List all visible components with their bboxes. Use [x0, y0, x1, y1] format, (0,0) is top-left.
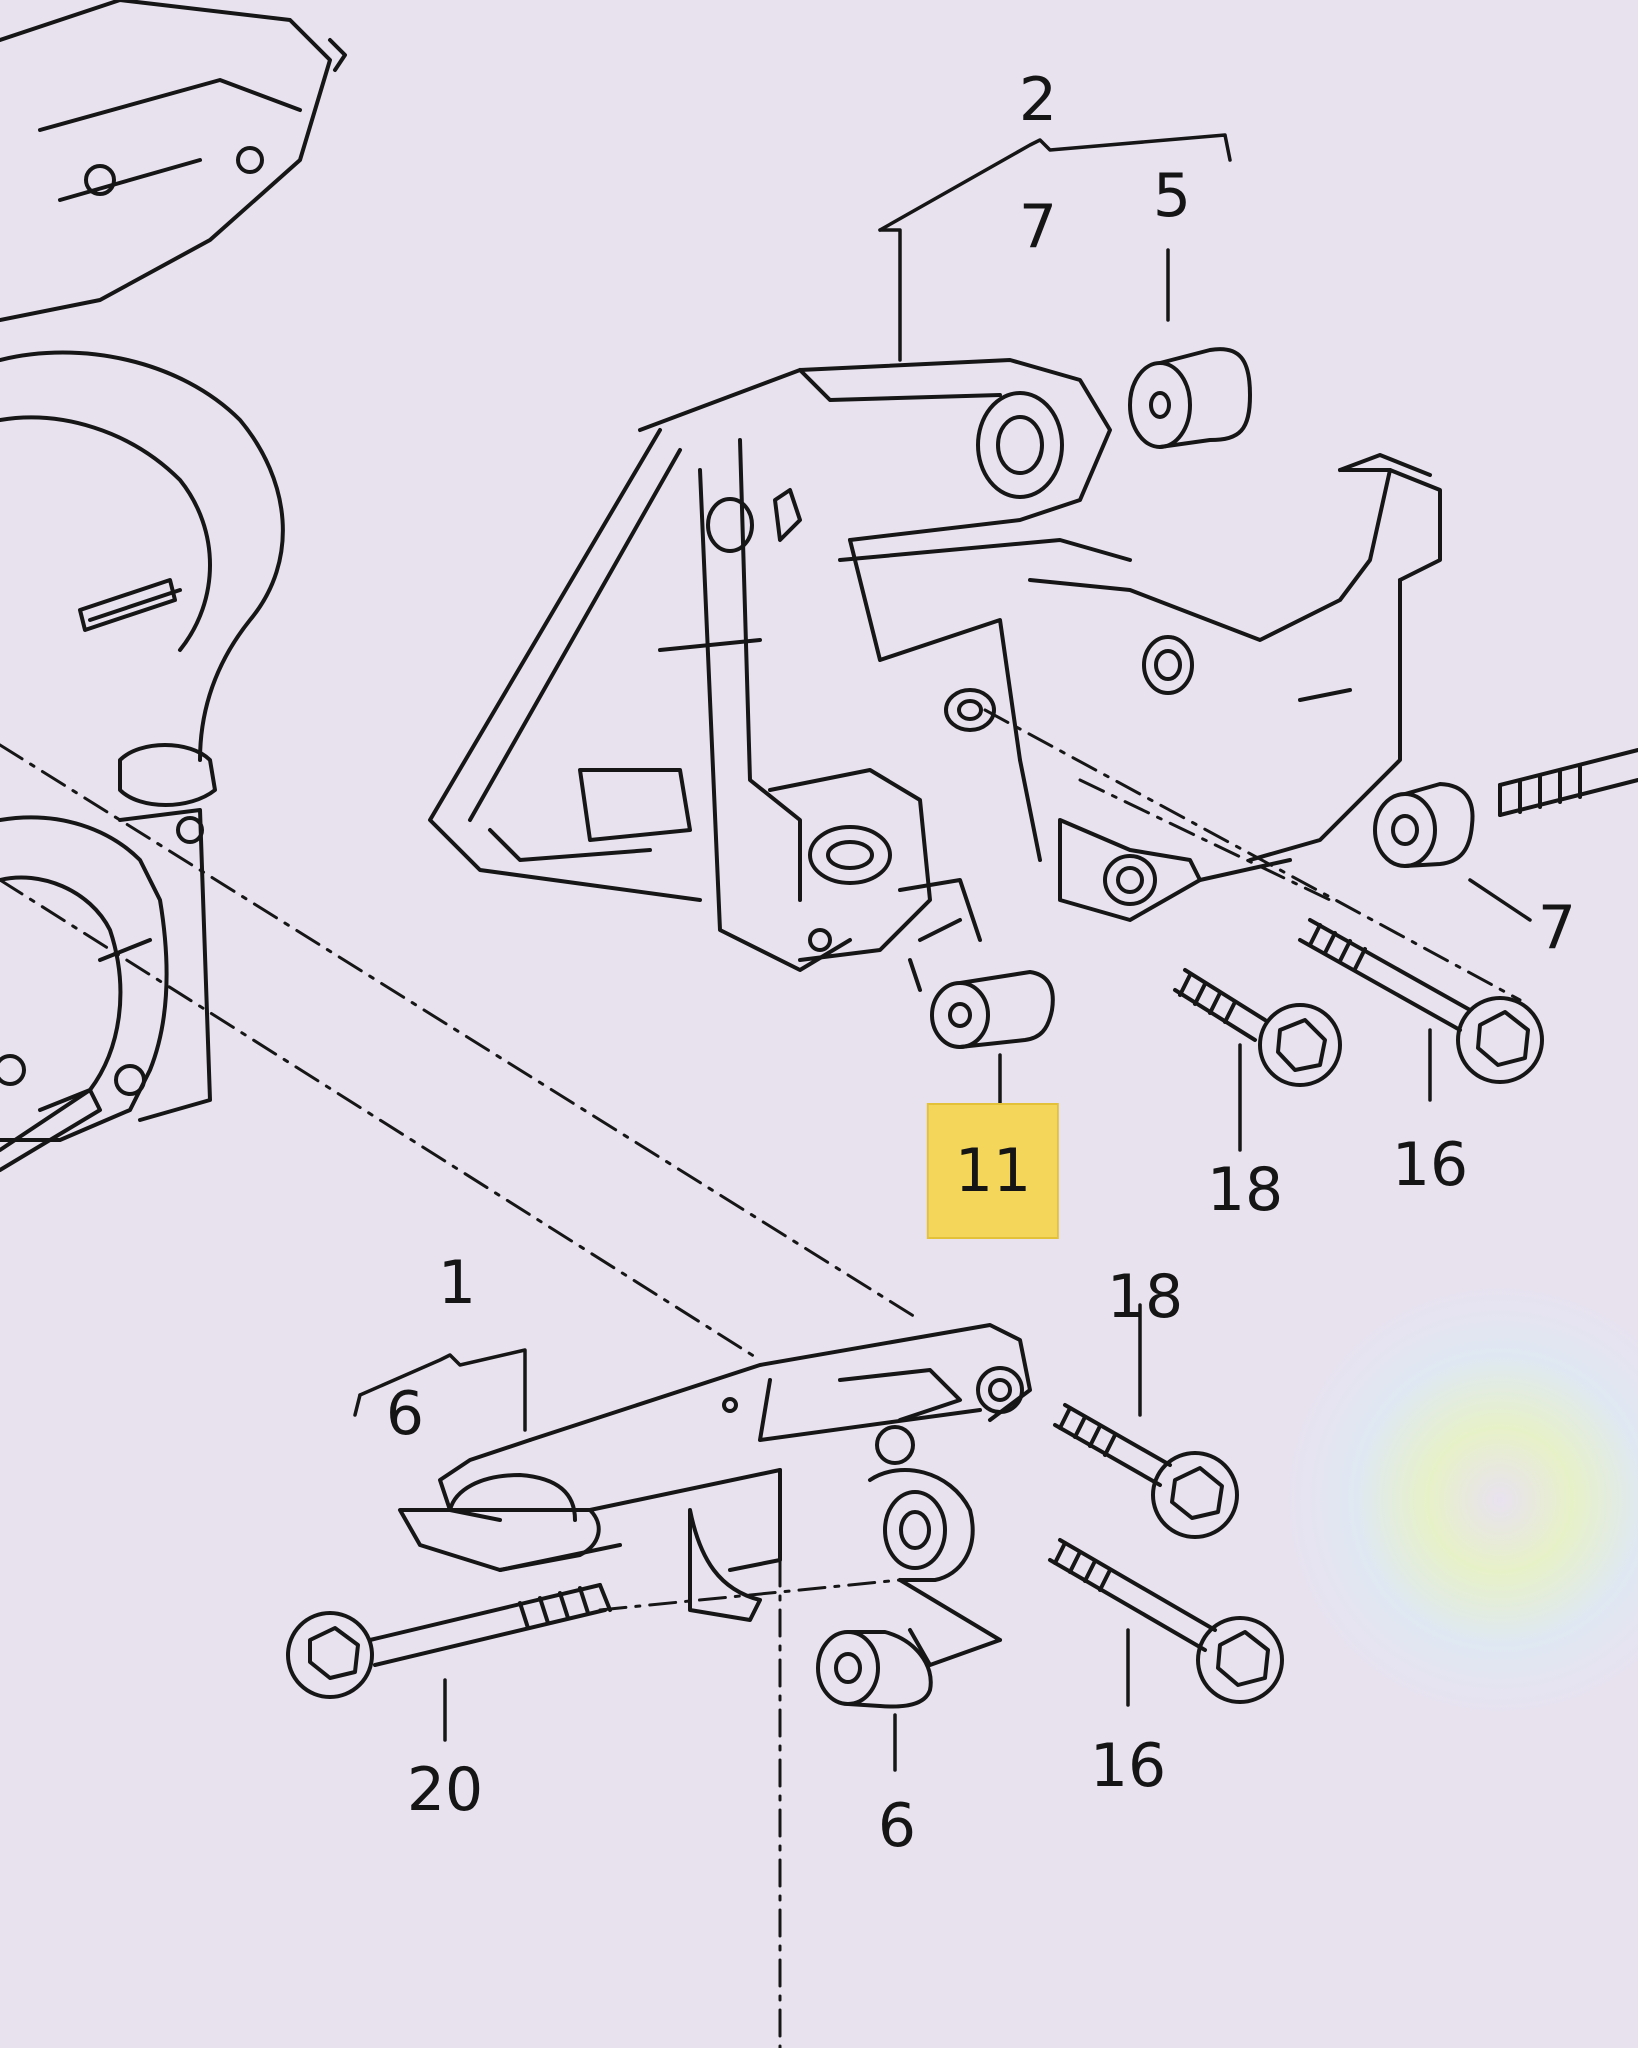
bolt-16-upper-drawing — [1298, 918, 1544, 1084]
engine-block-drawing — [0, 0, 347, 1172]
callout-7-top: 7 — [1018, 192, 1058, 262]
part-5-bushing-drawing — [1128, 347, 1252, 449]
bolt-18-upper-drawing — [1173, 968, 1342, 1087]
bolt-18-lower-drawing — [1053, 1403, 1239, 1539]
stud-drawing — [1498, 748, 1638, 817]
callout-1: 1 — [437, 1248, 477, 1318]
callout-6-bottom: 6 — [877, 1791, 917, 1861]
part-6-bushing-drawing — [816, 1628, 1002, 1709]
callout-6-left: 6 — [385, 1379, 425, 1449]
lower-bracket-drawing — [398, 1323, 1032, 1642]
callout-7-right: 7 — [1537, 893, 1577, 963]
callout-18-upper: 18 — [1206, 1155, 1284, 1225]
bolt-20-drawing — [286, 1583, 612, 1699]
callout-16-upper: 16 — [1391, 1130, 1469, 1200]
callout-5: 5 — [1152, 161, 1192, 231]
part-11-bushing-drawing — [908, 958, 1055, 1049]
bolt-16-lower-drawing — [1048, 1538, 1284, 1704]
upper-bracket-drawing — [428, 358, 1442, 972]
callout-20: 20 — [406, 1755, 484, 1825]
callout-2: 2 — [1018, 65, 1058, 135]
callout-16-lower: 16 — [1089, 1731, 1167, 1801]
callout-11-highlighted: 11 — [926, 1103, 1060, 1239]
part-7-bushing-drawing — [1373, 782, 1475, 868]
callout-18-lower: 18 — [1106, 1262, 1184, 1332]
